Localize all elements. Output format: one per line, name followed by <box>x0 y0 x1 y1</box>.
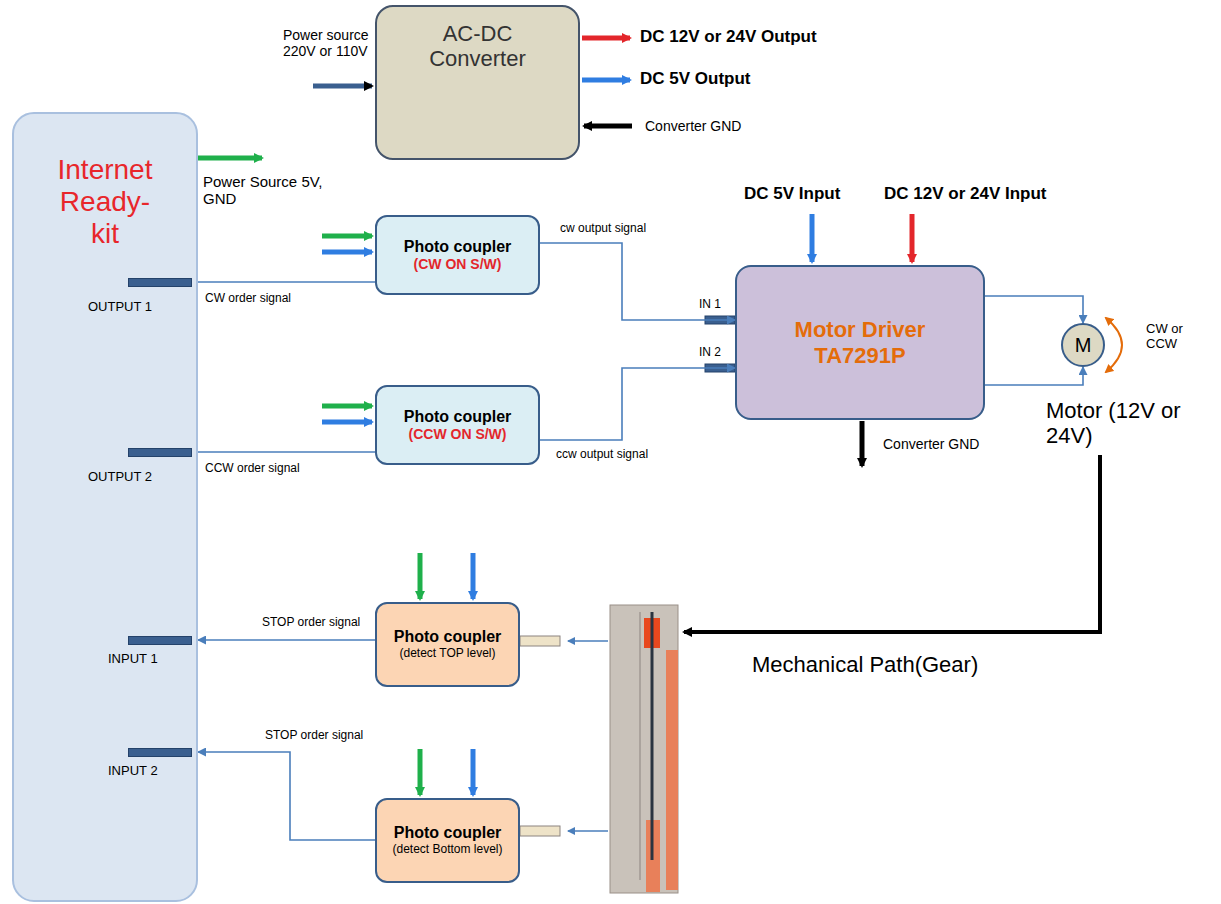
node-title: Photo coupler <box>394 628 502 646</box>
pin-label: IN 1 <box>699 298 739 312</box>
converter-box: AC-DC Converter <box>375 5 580 160</box>
output-label: DC 5V Output <box>640 69 840 89</box>
node-title: Photo coupler <box>394 824 502 842</box>
node-title: Internet Ready-kit <box>53 154 158 251</box>
signal-connector <box>198 281 375 283</box>
pin-label: IN 2 <box>699 346 739 360</box>
node-title: Photo coupler <box>404 408 512 426</box>
mechanical-path-line <box>684 455 1100 632</box>
node-subtitle: (CW ON S/W) <box>414 256 502 272</box>
node-title: Motor Driver TA7291P <box>775 317 945 368</box>
driver-input-pins <box>705 316 735 372</box>
controller-panel: Internet Ready-kit <box>12 112 198 902</box>
input-label: DC 12V or 24V Input <box>884 184 1114 204</box>
sensor-box: Photo coupler(detect Bottom level) <box>375 798 520 883</box>
pin-label: OUTPUT 2 <box>88 470 178 485</box>
pin-label: OUTPUT 1 <box>88 300 178 315</box>
motor-label: Motor (12V or 24V) <box>1046 398 1216 449</box>
signal-label: STOP order signal <box>262 616 374 630</box>
level-slider <box>610 605 678 893</box>
node-title: M <box>1075 334 1092 357</box>
signal-label: CW order signal <box>205 292 370 306</box>
io-pin <box>128 748 192 757</box>
signal-connector <box>985 367 1083 385</box>
node-subtitle: (detect TOP level) <box>399 647 495 661</box>
input-label: Power source 220V or 110V <box>283 27 383 59</box>
driver-box: Motor Driver TA7291P <box>735 265 985 420</box>
ground-label: Converter GND <box>645 118 805 134</box>
signal-label: ccw output signal <box>556 448 706 462</box>
node-subtitle: (detect Bottom level) <box>392 843 502 857</box>
signal-label: CCW order signal <box>205 462 370 476</box>
signal-connector <box>985 296 1083 323</box>
signal-label: STOP order signal <box>265 729 377 743</box>
node-subtitle: (CCW ON S/W) <box>409 426 507 442</box>
io-pin <box>128 636 192 645</box>
node-title: AC-DC Converter <box>423 21 533 72</box>
pin-label: INPUT 2 <box>108 764 188 779</box>
signal-connector <box>540 368 735 440</box>
io-pin <box>128 278 192 287</box>
supply-label: Power Source 5V, GND <box>203 173 333 208</box>
pin-label: INPUT 1 <box>108 652 188 667</box>
sensor-box: Photo coupler(detect TOP level) <box>375 602 520 687</box>
ground-label: Converter GND <box>883 436 1023 452</box>
coupler-box: Photo coupler(CW ON S/W) <box>375 215 540 295</box>
rotation-label: CW or CCW <box>1146 322 1216 352</box>
signal-connector <box>198 639 375 641</box>
signal-label: cw output signal <box>560 222 710 236</box>
input-label: DC 5V Input <box>744 184 874 204</box>
rotation-arrow <box>1106 318 1122 372</box>
node-title: Photo coupler <box>404 238 512 256</box>
motor-circle: M <box>1061 323 1105 367</box>
sensor-stubs <box>520 636 608 836</box>
signal-connector <box>198 451 375 453</box>
coupler-box: Photo coupler(CCW ON S/W) <box>375 385 540 465</box>
path-label: Mechanical Path(Gear) <box>752 652 1052 677</box>
output-label: DC 12V or 24V Output <box>640 27 880 47</box>
io-pin <box>128 448 192 457</box>
signal-connector <box>198 752 375 840</box>
